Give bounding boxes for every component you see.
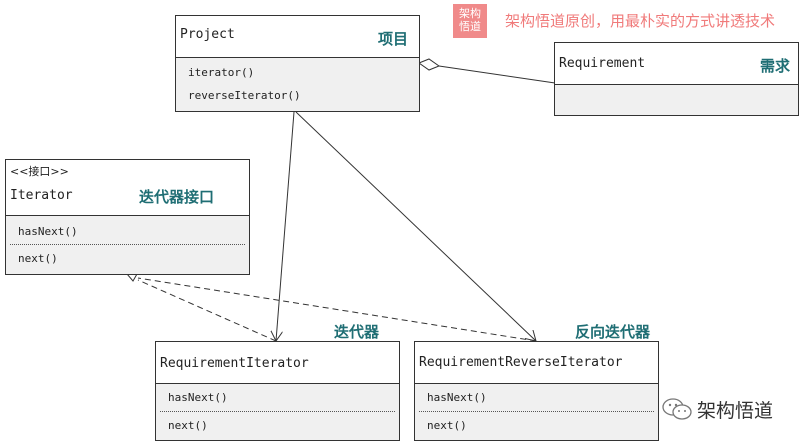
class-requirement-reverse-iterator-header: RequirementReverseIterator: [415, 342, 658, 384]
class-project-header: Project 项目: [176, 16, 419, 58]
class-project-cn-label: 项目: [378, 30, 409, 48]
class-requirement-header: Requirement 需求: [555, 43, 798, 85]
watermark-brand: 架构悟道: [697, 400, 774, 422]
realization-iterator: [137, 279, 277, 342]
interface-iterator[interactable]: <<接口>> Iterator 迭代器接口 hasNext() next(): [5, 159, 250, 275]
class-requirement-reverse-iterator-name: RequirementReverseIterator: [419, 355, 623, 370]
interface-iterator-name: Iterator: [10, 188, 73, 203]
class-requirement-reverse-iterator[interactable]: RequirementReverseIterator hasNext() nex…: [414, 341, 659, 441]
aggregation-line: [438, 65, 556, 84]
class-requirement-body: [555, 85, 798, 115]
method-next: next(): [427, 419, 467, 432]
class-requirement-iterator[interactable]: RequirementIterator hasNext() next(): [155, 341, 400, 441]
association-project-iterator: [276, 111, 295, 341]
class-requirement-iterator-name: RequirementIterator: [160, 356, 309, 371]
class-requirement[interactable]: Requirement 需求: [554, 42, 799, 116]
class-project-methods: iterator() reverseIterator(): [176, 58, 419, 111]
aggregation-diamond: [417, 58, 441, 71]
method-iterator: iterator(): [188, 66, 255, 79]
watermark-stamp-line1: 架构: [459, 7, 481, 20]
interface-iterator-methods: hasNext() next(): [6, 216, 249, 274]
req-reverse-iterator-cn-label: 反向迭代器: [575, 323, 651, 341]
interface-iterator-cn-label: 迭代器接口: [139, 188, 215, 206]
class-requirement-iterator-methods: hasNext() next(): [156, 384, 399, 440]
wechat-icon: [662, 398, 692, 420]
class-requirement-iterator-header: RequirementIterator: [156, 342, 399, 384]
realization-reverse-iterator: [137, 277, 537, 342]
class-project-name: Project: [180, 27, 235, 42]
method-next: next(): [168, 419, 208, 432]
interface-iterator-header: <<接口>> Iterator 迭代器接口: [6, 160, 249, 216]
method-reverse-iterator: reverseIterator(): [188, 89, 301, 102]
class-requirement-reverse-iterator-methods: hasNext() next(): [415, 384, 658, 440]
method-separator: [160, 411, 395, 412]
class-project[interactable]: Project 项目 iterator() reverseIterator(): [175, 15, 420, 112]
interface-stereotype: <<接口>>: [10, 165, 69, 178]
class-requirement-name: Requirement: [559, 56, 646, 71]
class-requirement-cn-label: 需求: [760, 57, 791, 75]
watermark-tagline: 架构悟道原创，用最朴实的方式讲透技术: [505, 12, 776, 30]
association-project-reverse-iterator: [295, 111, 536, 341]
method-has-next: hasNext(): [427, 391, 487, 404]
method-separator: [419, 411, 654, 412]
watermark-stamp: 架构 悟道: [453, 4, 487, 38]
method-has-next: hasNext(): [18, 225, 78, 238]
watermark-stamp-line2: 悟道: [459, 20, 481, 33]
method-has-next: hasNext(): [168, 391, 228, 404]
method-separator: [10, 244, 245, 245]
req-iterator-cn-label: 迭代器: [334, 323, 380, 341]
method-next: next(): [18, 252, 58, 265]
realization-arrowhead: [125, 273, 138, 282]
